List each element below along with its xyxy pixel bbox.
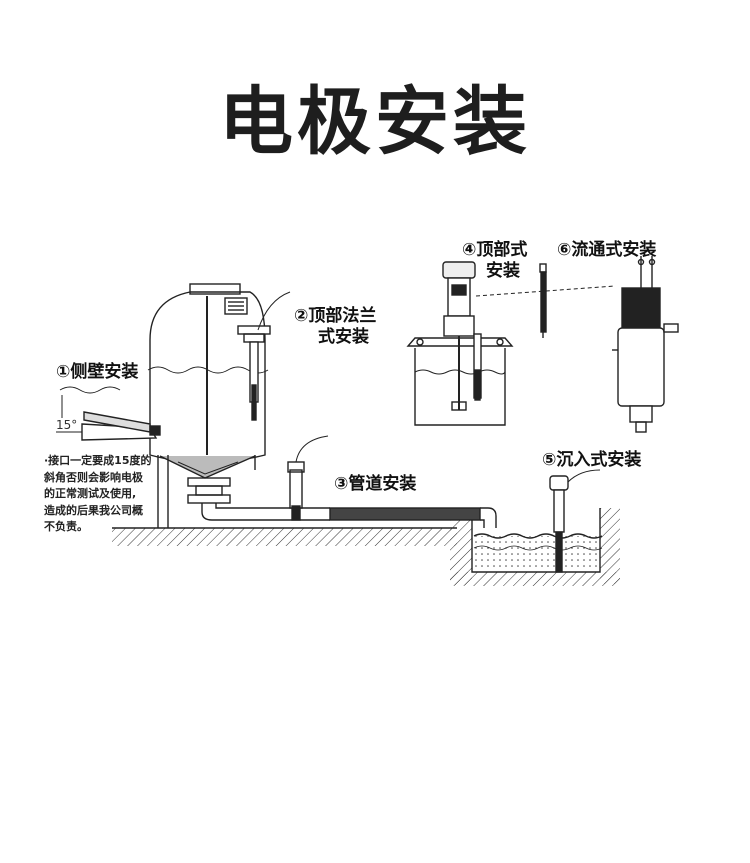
label-immersion: ⑤沉入式安装 [542,450,642,470]
label-flow-through: ⑥流通式安装 [557,240,657,260]
note-line: 斜角否则会影响电极 [44,470,143,484]
immersion-electrode [549,469,601,573]
ground [112,508,620,586]
water-tank [473,533,603,570]
label-top-1: ④顶部式 [462,240,528,260]
label-top-flange-2: 式安装 [318,327,369,347]
label-top-flange-1: ②顶部法兰 [294,306,377,326]
angle-label: 15° [56,418,78,432]
note-line: 不负责。 [44,520,88,533]
side-wall-electrode [56,386,161,441]
install-note: ·接口一定要成15度的 斜角否则会影响电极 的正常测试及使用, 造成的后果我公司… [44,453,166,536]
standalone-electrode [539,263,547,338]
top-mount-vessel [406,261,616,426]
main-vessel [147,283,291,528]
note-line: 造成的后果我公司概 [44,503,143,517]
flow-cell [612,256,679,433]
note-line: ·接口一定要成15度的 [44,454,152,467]
pipeline [201,435,497,528]
page-title: 电极安装 [219,79,531,165]
note-line: 的正常测试及使用, [44,487,137,500]
label-pipeline: ③管道安装 [334,474,417,494]
label-side-wall: ①侧壁安装 [56,362,139,382]
label-top-2: 安装 [486,261,520,281]
